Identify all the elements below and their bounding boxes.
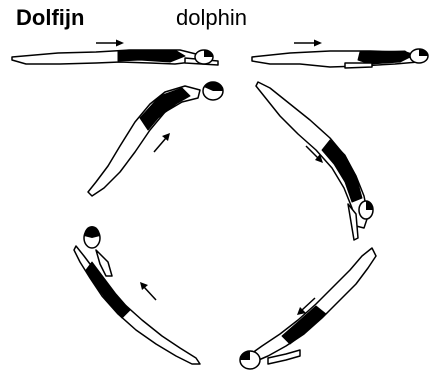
swimmer-lower-right-body [248, 248, 376, 362]
swimmer-upper-right-body [256, 82, 368, 228]
swimmer-top-left-suit [118, 50, 185, 62]
swimmer-lower-right [240, 248, 376, 369]
swimmer-lower-right-cap [240, 351, 250, 360]
swimmer-upper-right [256, 82, 373, 240]
swimmer-upper-left [88, 82, 223, 196]
swimmer-top-left-cap [204, 50, 213, 57]
arrow-lower-left [144, 287, 156, 300]
swimmer-lower-left [74, 226, 200, 364]
arrow-top-right-head [314, 40, 322, 47]
swimmer-top-right [252, 40, 428, 69]
arrow-top-left-head [116, 40, 124, 47]
swimmer-top-right-cap [419, 49, 428, 56]
arrow-lower-left-head [140, 282, 148, 290]
swimmer-upper-left-body [88, 86, 200, 196]
swimmer-top-right-arm [345, 63, 372, 68]
swimmer-lower-left-cap [84, 226, 100, 238]
arrow-upper-left-head [162, 133, 170, 141]
swimmer-upper-right-cap [366, 201, 373, 210]
swimmer-upper-right-suit [322, 140, 362, 202]
swimmer-top-left [12, 40, 218, 66]
arrow-upper-left [154, 138, 166, 152]
